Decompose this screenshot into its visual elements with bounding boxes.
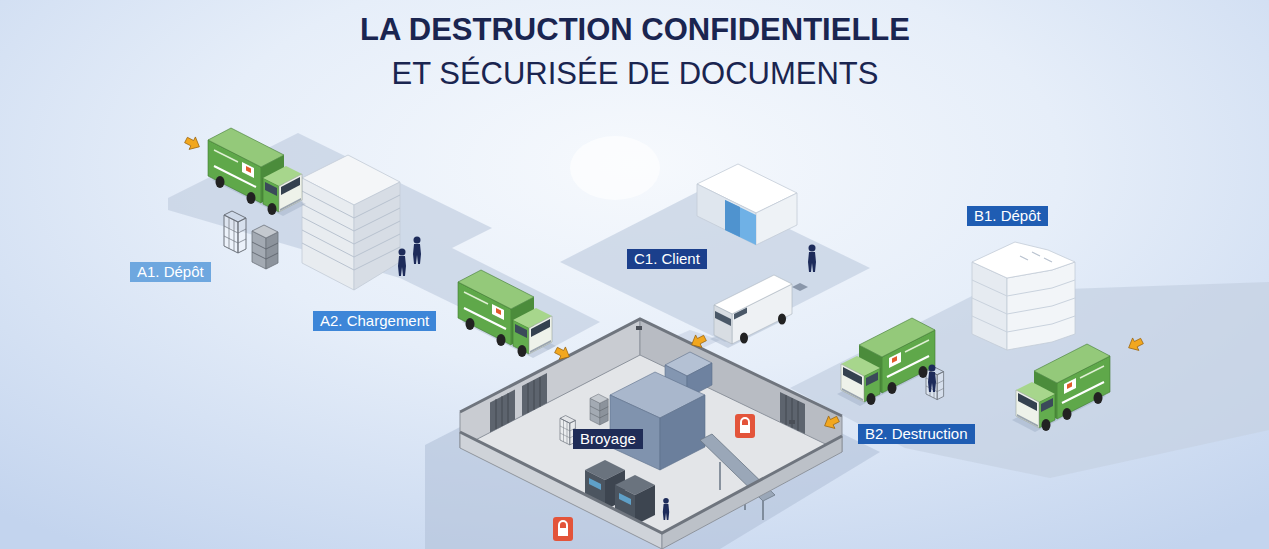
step-label: A1. Dépôt bbox=[130, 262, 211, 282]
shredding-facility bbox=[660, 395, 705, 470]
flow-arrows bbox=[821, 413, 841, 432]
shredding-facility bbox=[663, 498, 669, 520]
label-text: A1. Dépôt bbox=[137, 263, 204, 281]
shredding-facility bbox=[590, 394, 608, 425]
security-locks bbox=[735, 414, 755, 438]
depot-building bbox=[972, 242, 1075, 350]
office-building bbox=[302, 191, 400, 270]
label-text: A2. Chargement bbox=[320, 312, 429, 330]
ground-zone bbox=[425, 335, 880, 549]
flow-arrows bbox=[183, 134, 203, 153]
flow-arrows bbox=[688, 332, 708, 351]
ground-zone bbox=[168, 133, 1269, 549]
people bbox=[928, 365, 936, 393]
client-building bbox=[792, 283, 808, 291]
flow-arrows bbox=[183, 134, 1145, 432]
shredding-facility bbox=[589, 478, 601, 490]
shredding-facility bbox=[662, 436, 842, 549]
roll-cages bbox=[224, 211, 246, 253]
step-label: B1. Dépôt bbox=[967, 206, 1048, 226]
shredding-facility bbox=[490, 390, 515, 433]
shredding-facility bbox=[780, 392, 805, 434]
step-label: B2. Destruction bbox=[858, 424, 975, 444]
client-building bbox=[697, 184, 756, 245]
office-building bbox=[302, 155, 400, 290]
label-text: B2. Destruction bbox=[865, 425, 968, 443]
label-text: Broyage bbox=[580, 430, 636, 448]
shredding-facility bbox=[460, 319, 842, 549]
depot-building bbox=[1020, 252, 1052, 262]
depot-building bbox=[972, 280, 1075, 332]
shredding-facility bbox=[789, 420, 795, 424]
security-locks bbox=[553, 517, 573, 541]
security-locks bbox=[553, 414, 755, 541]
flow-arrows bbox=[1125, 335, 1145, 354]
trucks bbox=[1012, 344, 1110, 432]
client-building bbox=[756, 193, 797, 245]
client-building bbox=[697, 164, 808, 291]
shredding-facility bbox=[522, 373, 547, 416]
depot-building bbox=[972, 242, 1075, 278]
title: LA DESTRUCTION CONFIDENTIELLE ET SÉCURIS… bbox=[355, 8, 915, 96]
trucks bbox=[837, 318, 935, 406]
trucks bbox=[710, 275, 792, 348]
people bbox=[398, 237, 936, 393]
shredding-facility bbox=[635, 485, 655, 525]
roll-cages bbox=[252, 225, 278, 269]
shredding-facility bbox=[619, 493, 631, 505]
flow-arrows bbox=[553, 344, 573, 363]
step-label: A2. Chargement bbox=[313, 311, 436, 331]
shredding-facility bbox=[636, 326, 642, 330]
shredding-facility bbox=[460, 432, 842, 533]
shredding-facility bbox=[460, 432, 662, 549]
label-text: C1. Client bbox=[634, 250, 700, 268]
trucks bbox=[208, 128, 1110, 432]
client-building bbox=[725, 200, 740, 237]
step-label: Broyage bbox=[573, 429, 643, 449]
people bbox=[808, 245, 816, 273]
people bbox=[398, 249, 406, 277]
trucks bbox=[458, 270, 556, 358]
step-label: C1. Client bbox=[627, 249, 707, 269]
trucks bbox=[208, 128, 306, 216]
label-text: B1. Dépôt bbox=[974, 207, 1041, 225]
people bbox=[413, 237, 421, 265]
ground-zone bbox=[570, 136, 660, 200]
client-building bbox=[725, 200, 756, 245]
